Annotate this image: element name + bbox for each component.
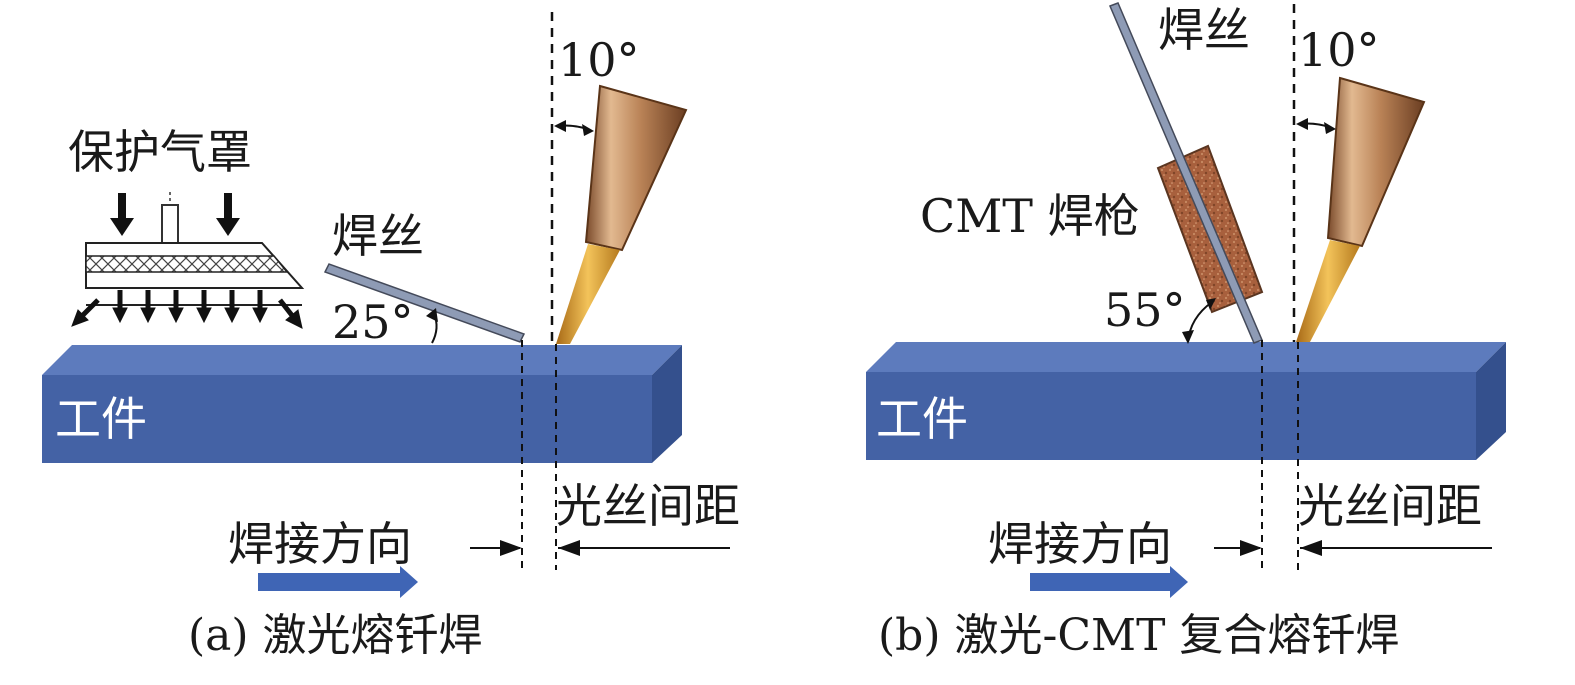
caption-b: (b) 激光-CMT 复合熔钎焊 — [878, 610, 1399, 661]
gas-shield-hood — [85, 192, 305, 306]
direction-arrow-b — [1030, 566, 1188, 598]
gap-label-a: 光丝间距 — [556, 479, 740, 533]
wire-label-b: 焊丝 — [1158, 3, 1250, 57]
laser-beam-b — [1296, 240, 1360, 342]
gap-label-b: 光丝间距 — [1298, 479, 1482, 533]
laser-head-a — [584, 84, 688, 252]
workpiece-block-b — [866, 342, 1506, 460]
workpiece-block-a — [42, 345, 682, 463]
wire-label-a: 焊丝 — [332, 209, 424, 263]
laser-angle-label-b: 10° — [1298, 23, 1380, 77]
laser-angle-label-a: 10° — [558, 33, 640, 87]
torch-angle-label: 55° — [1104, 283, 1186, 337]
caption-a: (a) 激光熔钎焊 — [188, 610, 483, 661]
direction-arrow-a — [258, 566, 418, 598]
direction-label-a: 焊接方向 — [228, 517, 412, 571]
direction-label-b: 焊接方向 — [988, 517, 1172, 571]
laser-beam-a — [556, 244, 620, 344]
panel-a: 工件 保护气罩 焊丝 25° — [42, 12, 740, 661]
workpiece-label-a: 工件 — [55, 392, 147, 446]
gas-outlet-arrows — [71, 290, 303, 329]
gas-inlet-arrows — [110, 193, 240, 236]
panel-b: 工件 焊丝 CMT 焊枪 55° 10° 光丝间距 焊接方向 (b) 激光-CM… — [866, 2, 1506, 661]
torch-angle-arc — [1187, 301, 1213, 343]
laser-head-b — [1326, 76, 1426, 248]
wire-angle-label-a: 25° — [332, 295, 414, 349]
filler-wire-a — [323, 263, 526, 343]
workpiece-label-b: 工件 — [876, 392, 968, 446]
torch-label: CMT 焊枪 — [920, 189, 1140, 243]
gas-shield-label: 保护气罩 — [68, 125, 252, 179]
